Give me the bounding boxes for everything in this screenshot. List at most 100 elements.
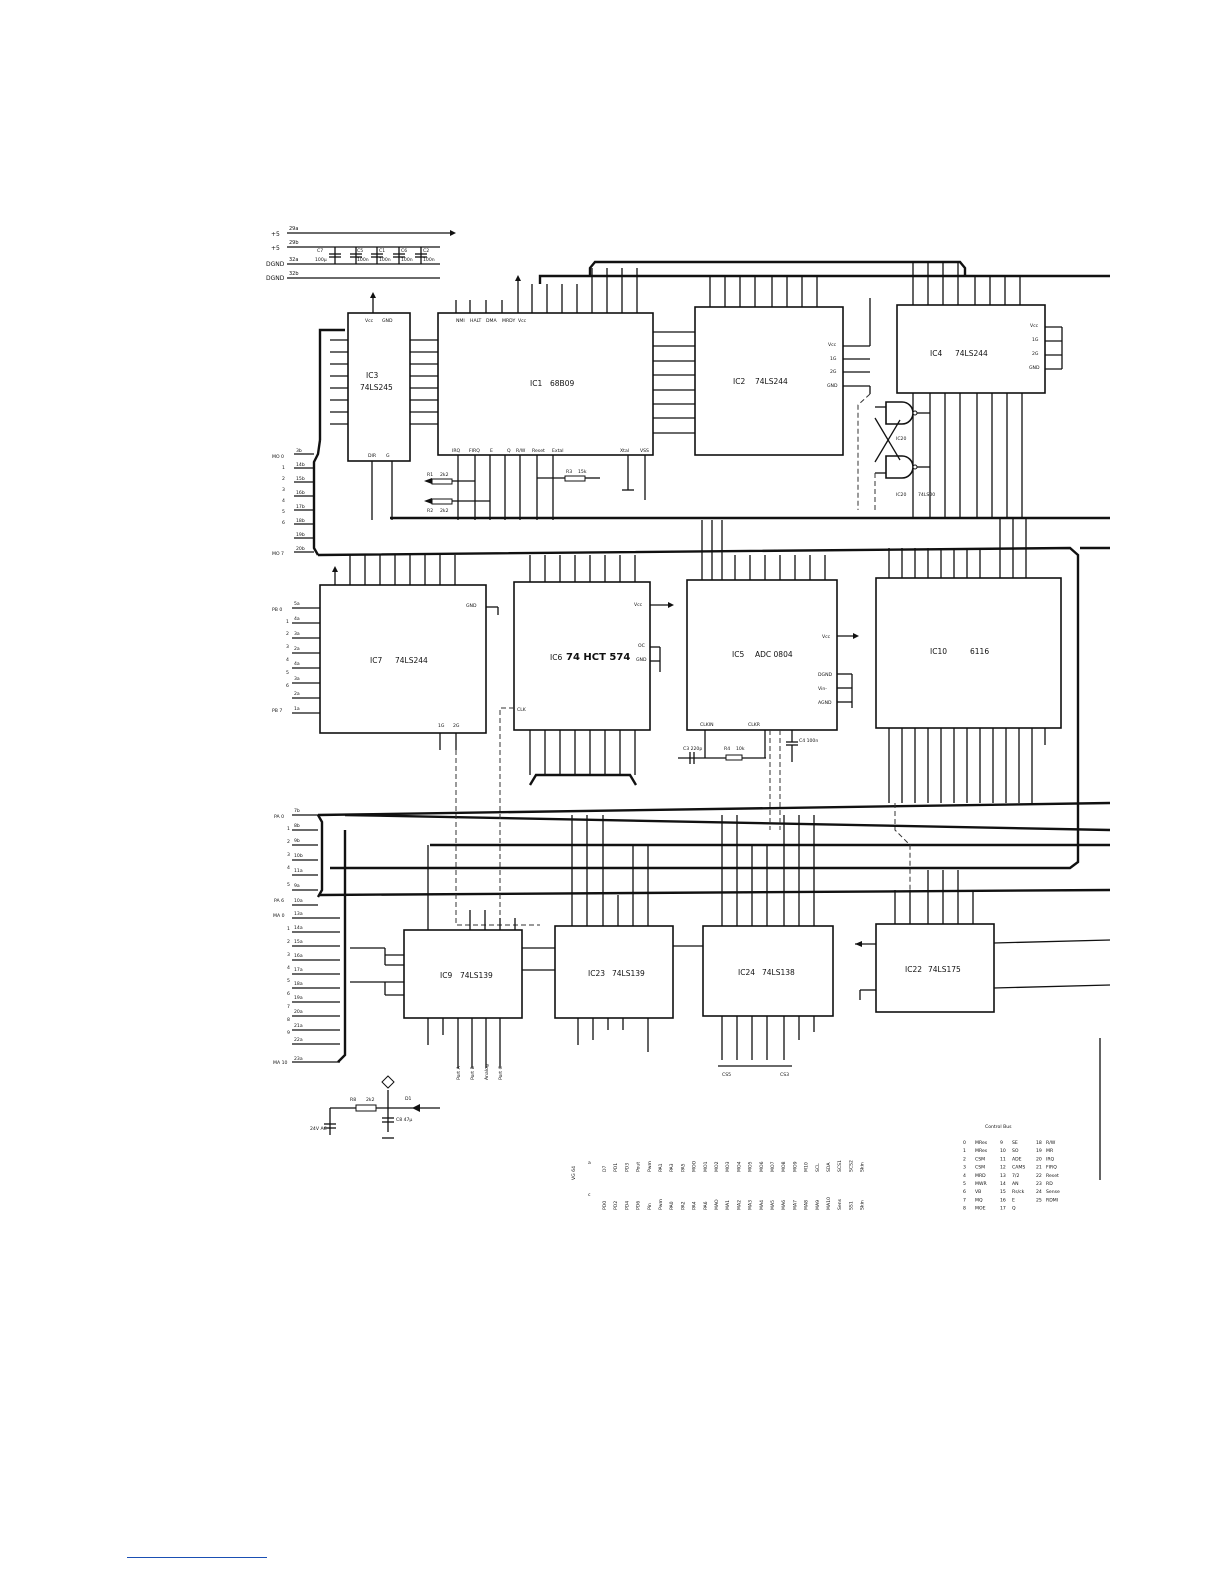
connector-pin: 16b (296, 490, 305, 496)
connector-pin: 7b (294, 808, 300, 814)
resistor-ref: R4 (724, 746, 730, 752)
cap-ref: C5 (357, 248, 363, 254)
vg64-pin-c: PD4 (624, 1201, 630, 1210)
pin-name: GND (382, 318, 393, 324)
vg64-pin-a: MO9 (792, 1161, 798, 1172)
bus-table-cell: 19 (1036, 1148, 1042, 1154)
chip-select: CS5 (722, 1072, 731, 1078)
bus-table-cell: VB (975, 1189, 981, 1195)
port-label: MA 0 (273, 913, 285, 919)
connector-pin: 22a (294, 1037, 303, 1043)
ic1-cpu: IC1 68B09 NMI HALT DMA MRDY Vcc IRQ FIRQ… (424, 268, 695, 520)
bus-table-cell: 21 (1036, 1165, 1042, 1171)
pin-name: G (386, 453, 390, 459)
ic9-decoder: IC9 74LS139 Port A Port B Analog Port C (350, 845, 555, 1080)
port-label: 3 (282, 487, 285, 493)
port-label: 4 (287, 865, 290, 871)
ic4-buffer: IC4 74LS244 Vcc 1G 2G GND (896, 262, 1063, 518)
cap-value: 100n (357, 257, 369, 263)
pin-name: Vcc (822, 634, 831, 640)
pin-name: MRDY (502, 318, 515, 324)
bus-table-cell: 15 (1000, 1189, 1006, 1195)
cap-label: C4 100n (799, 738, 818, 744)
bus-table-cell: 0 (963, 1140, 966, 1146)
bus-table-cell: 4 (963, 1173, 966, 1179)
ic-part: 68B09 (550, 379, 574, 388)
bus-table-cell: RDMI (1046, 1197, 1058, 1203)
ic5-adc: IC5 ADC 0804 Vcc DGND Vin- AGND CLKIN CL… (678, 520, 859, 830)
cap-value: 100n (401, 257, 413, 263)
power-label: +5 (271, 231, 280, 238)
vg64-pin-a: M10 (804, 1162, 810, 1172)
pin-name: Xtal (620, 448, 629, 454)
bus-table-cell: MRes (975, 1140, 988, 1146)
pin-name: E (490, 448, 493, 454)
vg64-pin-c: Skin (860, 1200, 866, 1210)
port-pb: PB 0 1 2 3 4 5 6 PB 7 5a 4a 3a 2a 4a 3a … (272, 601, 320, 714)
vg64-pin-a: SCS1 (837, 1160, 843, 1172)
bus-table-cell: 7 (963, 1197, 966, 1203)
pin-name: AGND (818, 700, 832, 706)
bus-table-cell: CSM (975, 1165, 985, 1171)
connector-pin: 17b (296, 504, 305, 510)
bus-table-cell: MQ (975, 1197, 983, 1203)
vg64-pin-a: MO7 (770, 1161, 776, 1172)
connector-pin: 14b (296, 462, 305, 468)
pin-name: Vcc (634, 602, 643, 608)
port-mo: MO 0 1 2 3 4 5 6 MO 7 3b 14b 15b 16b 17b… (272, 439, 322, 557)
connector-pin: 18a (294, 981, 303, 987)
cap-label: C3 220p (683, 746, 702, 752)
bus-table-cell: FIRQ (1046, 1165, 1057, 1171)
bus-table-cell: MRes (975, 1148, 988, 1154)
resistor-ref: R2 (427, 508, 433, 514)
port-label: 5 (286, 670, 289, 676)
ic-part: 74LS139 (612, 969, 645, 978)
bus-table-cell: CAMS (1012, 1165, 1025, 1171)
pin-name: VSS (640, 448, 649, 454)
vg64-pin-a: Skin (860, 1162, 866, 1172)
vg64-pin-c: MA5 (770, 1200, 776, 1210)
vg64-pin-c: Sens (837, 1198, 843, 1210)
port-label: MO 7 (272, 551, 284, 557)
connector-pin: 18b (296, 518, 305, 524)
bus-table-cell: 14 (1000, 1181, 1006, 1187)
connector-pin: 19b (296, 532, 305, 538)
pin-name: OC (638, 643, 645, 649)
ic-part: 74LS244 (395, 656, 428, 665)
cap-ref: C6 (401, 248, 407, 254)
ic-ref: IC20 (896, 492, 906, 498)
bus-table-cell: SO (1012, 1148, 1019, 1154)
bus-table-cell: R/W (1046, 1140, 1056, 1146)
connector-pin: 10a (294, 898, 303, 904)
cap-label: C8 47µ (396, 1117, 412, 1123)
vg64-pin-a: MO3 (725, 1161, 731, 1172)
bus-table-cell: MOE (975, 1206, 986, 1212)
ic-part: 74 HCT 574 (566, 652, 630, 663)
vg64-pin-a: PA5 (680, 1163, 686, 1172)
resistor-ref: R8 (350, 1097, 356, 1103)
resistor-ref: R1 (427, 472, 433, 478)
cap-ref: C1 (379, 248, 385, 254)
port-label: 9 (287, 1030, 290, 1036)
vg64-pin-a: PA3 (669, 1163, 675, 1172)
vg64-pin-c: PA0 (669, 1201, 675, 1210)
ic-part: ADC 0804 (755, 650, 793, 659)
connector-pin: 17a (294, 967, 303, 973)
ic-part: 74LS175 (928, 965, 961, 974)
bus-table-cell: CSM (975, 1156, 985, 1162)
connector-pin: 3b (296, 448, 302, 454)
bus-table-cell: 6 (963, 1189, 966, 1195)
port-label: 2 (282, 476, 285, 482)
vg64-pin-c: PA6 (703, 1201, 709, 1210)
port-label: 6 (286, 683, 289, 689)
bus-table-cell: Reset (1046, 1173, 1059, 1179)
port-label: 2 (287, 839, 290, 845)
resistor-value: 2k2 (440, 472, 449, 478)
port-label: 5 (282, 509, 285, 515)
port-select: Port A (456, 1065, 462, 1080)
power-label: +5 (271, 245, 280, 252)
bus-table-cell: 22 (1036, 1173, 1042, 1179)
vg64-pin-a: MOO (692, 1160, 698, 1172)
